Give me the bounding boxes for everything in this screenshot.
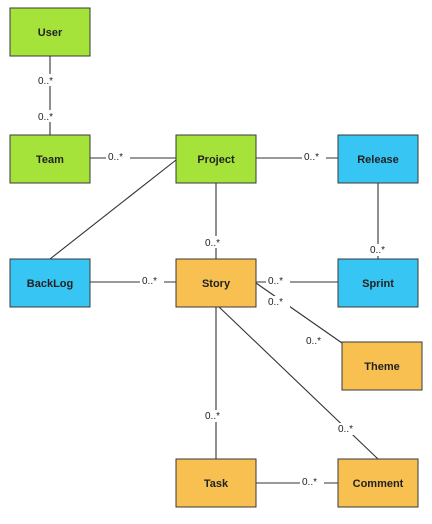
node-backlog: BackLog [9,258,91,308]
multiplicity-story-theme-1: 0..* [268,297,283,308]
edges [49,56,379,484]
multiplicity-sprint-story: 0..* [268,276,283,287]
multiplicity-backlog-story: 0..* [142,276,157,287]
node-label: Comment [353,478,404,490]
node-sprint: Sprint [337,258,419,308]
node-label: BackLog [27,278,73,290]
node-story: Story [175,258,257,308]
node-team: Team [9,134,91,184]
node-label: Project [197,154,235,166]
multiplicity-labels: 0..* 0..* 0..* 0..* 0..* 0..* 0..* 0..* … [35,74,392,488]
multiplicity-user-team-1: 0..* [38,76,53,87]
node-label: Theme [364,361,399,373]
multiplicity-story-comment: 0..* [338,424,353,435]
node-label: Story [202,278,231,290]
multiplicity-story-task: 0..* [205,411,220,422]
node-user: User [9,7,91,57]
multiplicity-task-comment: 0..* [302,477,317,488]
edge-project-backlog [49,159,177,260]
node-theme: Theme [341,341,423,391]
node-label: Team [36,154,64,166]
node-label: Sprint [362,278,394,290]
multiplicity-project-story: 0..* [205,238,220,249]
multiplicity-release-sprint: 0..* [370,245,385,256]
node-project: Project [175,134,257,184]
multiplicity-team-project: 0..* [108,152,123,163]
node-release: Release [337,134,419,184]
node-task: Task [175,458,257,508]
multiplicity-story-theme-2: 0..* [306,336,321,347]
edge-story-theme [255,282,343,344]
node-label: Release [357,154,399,166]
node-label: Task [204,478,229,490]
node-comment: Comment [337,458,419,508]
multiplicity-user-team-2: 0..* [38,112,53,123]
node-label: User [38,27,63,39]
multiplicity-project-release: 0..* [304,152,319,163]
